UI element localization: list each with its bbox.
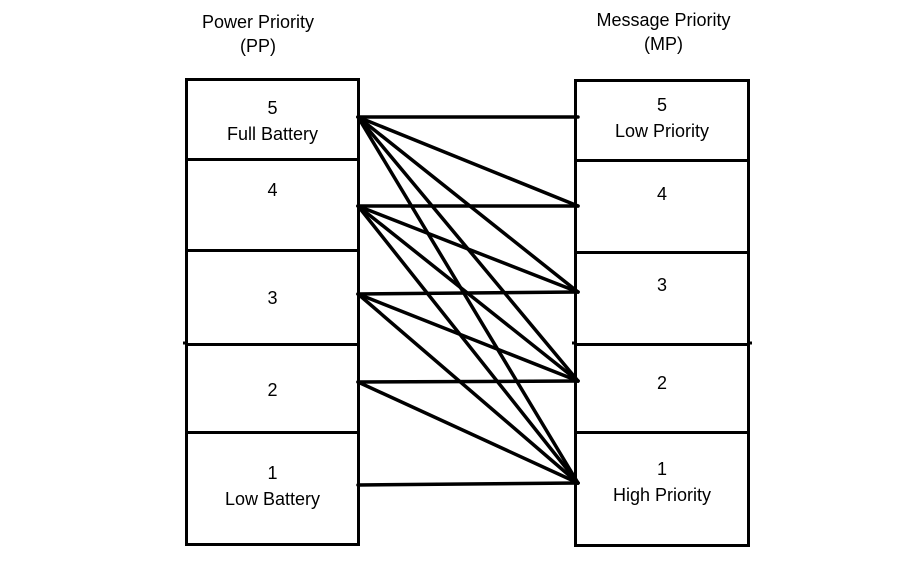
message-priority-title-line1: Message Priority bbox=[596, 10, 731, 30]
pp-level-1: 1 Low Battery bbox=[188, 434, 357, 546]
pp-level-2-value: 2 bbox=[267, 380, 278, 400]
connection-pp5-mp1 bbox=[356, 115, 580, 485]
mp-level-3: 3 bbox=[577, 254, 747, 346]
connection-pp4-mp3 bbox=[356, 204, 580, 294]
connection-pp1-mp1 bbox=[356, 481, 580, 487]
pp-level-1-value: 1 bbox=[267, 463, 278, 483]
connection-pp2-mp2 bbox=[356, 379, 580, 384]
power-priority-title: Power Priority (PP) bbox=[168, 10, 348, 58]
pp-level-1-desc: Low Battery bbox=[224, 489, 321, 509]
connection-pp5-mp2 bbox=[356, 115, 580, 383]
connection-pp3-mp1 bbox=[356, 292, 580, 485]
connection-pp5-mp4 bbox=[356, 115, 580, 208]
mp-level-5: 5 Low Priority bbox=[577, 82, 747, 162]
mp-level-2: 2 bbox=[577, 346, 747, 434]
message-priority-column: 5 Low Priority 4 3 2 1 High Priority bbox=[574, 79, 750, 547]
connection-pp3-mp2 bbox=[356, 292, 580, 383]
connection-pp4-mp2 bbox=[356, 204, 580, 383]
mp-level-3-value: 3 bbox=[656, 275, 667, 295]
mp-level-2-value: 2 bbox=[656, 373, 667, 393]
pp-level-5: 5 Full Battery bbox=[188, 81, 357, 161]
message-priority-title-line2: (MP) bbox=[644, 34, 683, 54]
pp-level-4-value: 4 bbox=[267, 180, 278, 200]
connection-pp3-mp3 bbox=[356, 290, 580, 296]
connection-pp4-mp1 bbox=[356, 204, 580, 485]
pp-level-5-value: 5 bbox=[267, 98, 278, 118]
connection-pp2-mp1 bbox=[356, 380, 580, 485]
power-priority-title-line2: (PP) bbox=[240, 36, 276, 56]
connection-pp5-mp3 bbox=[356, 115, 580, 294]
mp-level-5-desc: Low Priority bbox=[614, 121, 710, 141]
mp-level-1: 1 High Priority bbox=[577, 434, 747, 547]
pp-level-4: 4 bbox=[188, 161, 357, 252]
message-priority-title: Message Priority (MP) bbox=[566, 8, 761, 56]
mp-level-5-value: 5 bbox=[656, 95, 667, 115]
pp-level-3: 3 bbox=[188, 252, 357, 346]
pp-level-2: 2 bbox=[188, 346, 357, 434]
mp-level-4-value: 4 bbox=[656, 184, 667, 204]
power-priority-title-line1: Power Priority bbox=[201, 12, 315, 32]
mp-level-4: 4 bbox=[577, 162, 747, 254]
pp-level-3-value: 3 bbox=[267, 288, 278, 308]
mp-level-1-desc: High Priority bbox=[612, 485, 712, 505]
pp-level-5-desc: Full Battery bbox=[226, 124, 319, 144]
mp-level-1-value: 1 bbox=[656, 459, 667, 479]
power-priority-column: 5 Full Battery 4 3 2 1 Low Battery bbox=[185, 78, 360, 546]
